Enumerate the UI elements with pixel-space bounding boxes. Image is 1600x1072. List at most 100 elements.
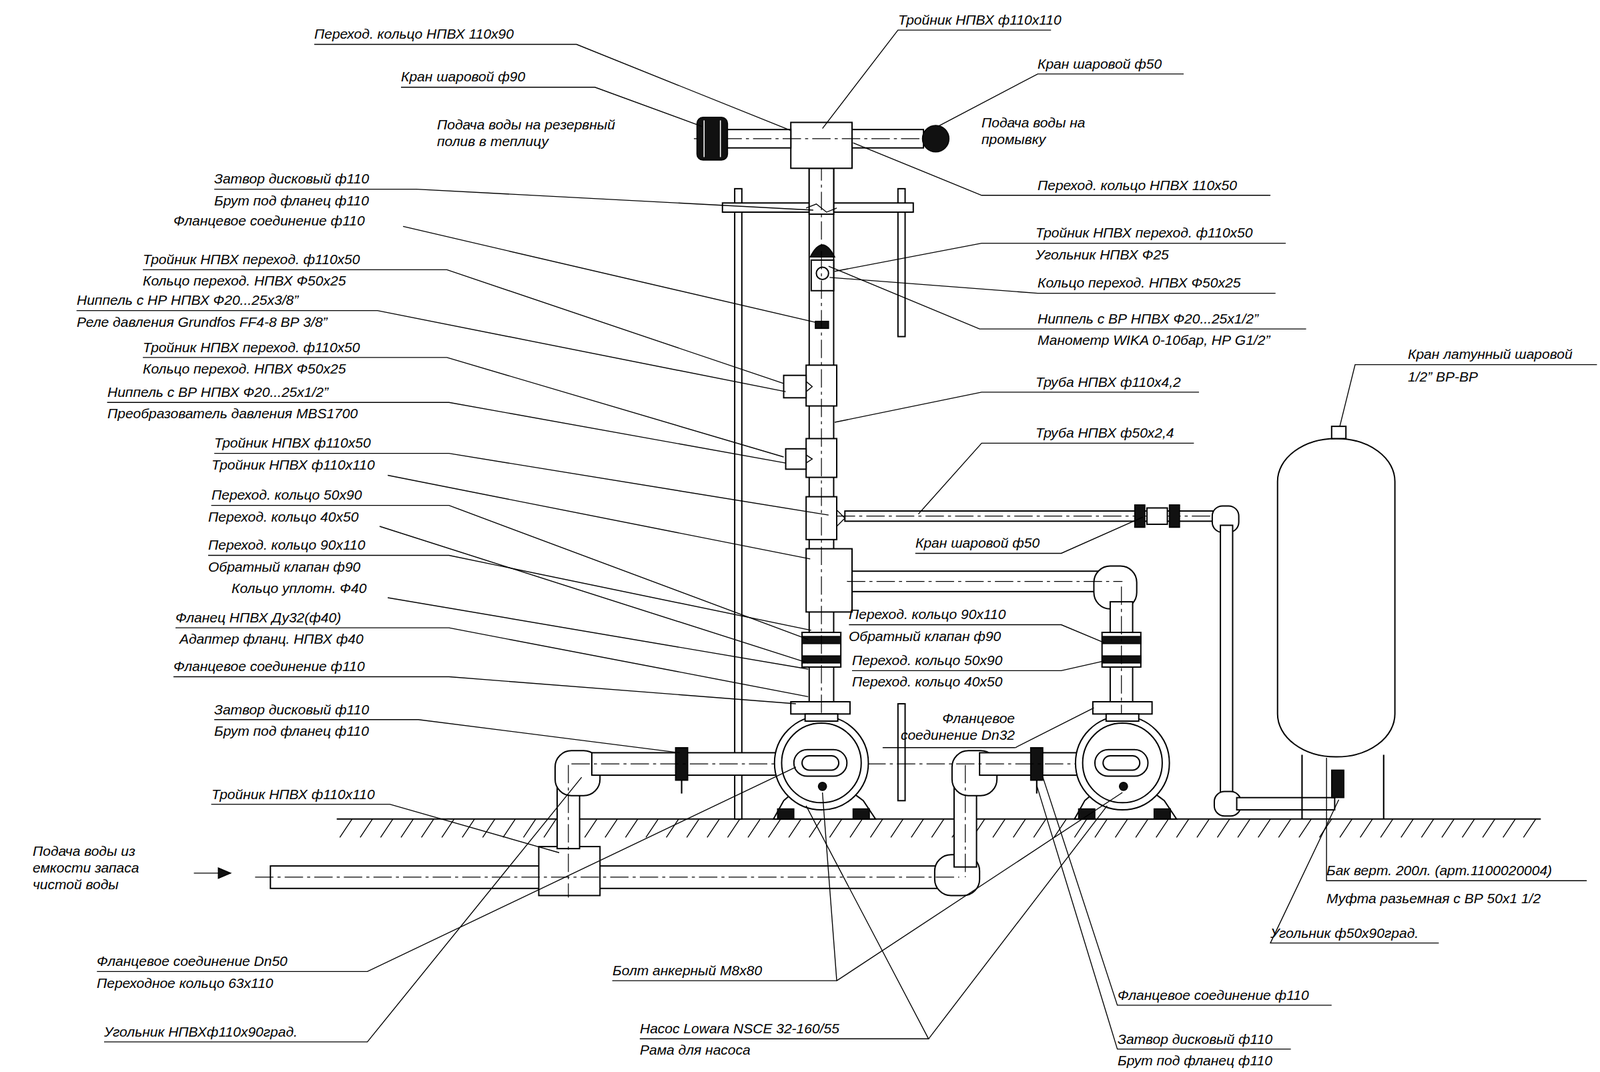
leader-line: [882, 747, 1016, 748]
discharge-pipe: [1120, 586, 1122, 714]
pump: [777, 809, 794, 820]
pump: [1094, 749, 1149, 777]
leader-line: [928, 806, 1108, 1039]
leader-line: [918, 443, 1194, 514]
discharge-pipe: [821, 132, 823, 715]
discharge-pipe: [922, 125, 950, 153]
suction-pipe: [254, 876, 959, 878]
pump: [774, 715, 869, 811]
discharge-pipe: [783, 375, 807, 399]
part-label: Фланцевое соединение ф110: [1117, 986, 1310, 1004]
part-label: Тройник НПВХ ф110х110: [898, 11, 1062, 29]
discharge-pipe: [693, 138, 949, 139]
pump: [1154, 809, 1171, 820]
pump: [773, 701, 876, 820]
leader-line: [379, 526, 809, 664]
leader-line: [211, 804, 560, 854]
part-label: Фланцевое соединение ф110: [173, 657, 365, 675]
part-label: Кольцо уплотн. Ф40: [231, 579, 367, 597]
expansion-tank: [1301, 754, 1303, 819]
part-label: Подача воды на промывку: [981, 114, 1096, 148]
part-label: Подача воды из емкости запаса чистой вод…: [32, 842, 166, 893]
part-label: Кран шаровой ф90: [401, 68, 526, 85]
part-label: Рама для насоса: [639, 1041, 751, 1059]
leader-line: [1042, 777, 1332, 1006]
part-label: Затвор дисковый ф110: [1117, 1030, 1273, 1048]
part-label: Бак верт. 200л. (арт.1100020004): [1326, 862, 1552, 879]
pump: [818, 782, 827, 791]
discharge-pipe: [785, 449, 807, 470]
part-label: Обратный клапан ф90: [208, 558, 361, 576]
pump: [781, 723, 861, 803]
leader-line: [836, 792, 1123, 981]
leader-line: [915, 517, 1143, 554]
leader-line: [387, 597, 809, 670]
discharge-pipe: [815, 321, 829, 329]
part-label: Подача воды на резервный полив в теплицу: [437, 116, 647, 150]
leader-line: [214, 189, 814, 211]
part-label: Обратный клапан ф90: [848, 627, 1001, 645]
discharge-pipe: [1146, 507, 1168, 524]
pump: [1078, 809, 1095, 820]
ground-line: [336, 818, 1542, 821]
part-label: Кольцо переход. НПВХ Ф50х25: [142, 272, 346, 289]
part-label: Труба НПВХ ф110х4,2: [1035, 373, 1181, 391]
pump: [1082, 723, 1163, 803]
part-label: Затвор дисковый ф110: [214, 170, 369, 187]
part-label: Тройник НПВХ переход. ф110х50: [142, 250, 360, 268]
discharge-pipe: [806, 455, 813, 464]
leader-line: [214, 719, 680, 754]
part-label: Фланцевое соединение Dn32: [877, 709, 1015, 744]
expansion-tank: [1277, 426, 1396, 820]
pump: [1102, 755, 1140, 770]
leader-line: [834, 243, 1286, 272]
pump: [805, 713, 839, 722]
pump: [1119, 782, 1128, 791]
leader-line: [96, 767, 796, 973]
support-frame: [722, 188, 914, 820]
part-label: Переход. кольцо 90х110: [208, 536, 365, 554]
part-label: Фланцевое соединение Dn50: [96, 952, 288, 970]
part-label: Брут под фланец ф110: [214, 722, 369, 740]
discharge-pipe: [1220, 525, 1233, 799]
pump: [1092, 701, 1153, 714]
part-label: Кран шаровой ф50: [915, 534, 1040, 552]
part-label: Кольцо переход. НПВХ Ф50х25: [1037, 274, 1241, 291]
part-label: Тройник НПВХ ф110х110: [211, 785, 375, 803]
part-label: Тройник НПВХ переход. ф110х50: [142, 338, 360, 356]
leader-line: [828, 266, 1307, 329]
discharge-pipe: [1237, 797, 1336, 811]
part-label: Кран шаровой ф50: [1037, 55, 1162, 73]
suction-pipe: [681, 780, 683, 794]
part-label: Переход. кольцо 40х50: [852, 673, 1003, 690]
discharge-pipe: [806, 549, 853, 613]
suction-pipe: [964, 765, 966, 878]
leader-line: [387, 475, 811, 560]
discharge-pipe: [790, 122, 853, 169]
part-label: Переход. кольцо НПВХ 110х90: [314, 25, 514, 43]
leader-line: [173, 677, 796, 705]
part-label: Адаптер фланц. НПВХ ф40: [179, 630, 364, 648]
part-label: Ниппель с ВР НПВХ Ф20...25х1/2”: [107, 383, 329, 401]
ground-line: [339, 819, 1536, 839]
pump: [790, 701, 851, 714]
part-label: Тройник НПВХ ф110х110: [211, 456, 375, 474]
expansion-tank: [1383, 754, 1385, 819]
discharge-pipe: [836, 510, 845, 527]
pump: [1075, 715, 1170, 811]
part-label: 1/2” ВР-ВР: [1407, 368, 1478, 385]
suction-pipe: [218, 868, 231, 879]
part-label: Кольцо переход. НПВХ Ф50х25: [142, 360, 346, 377]
part-label: Угольник НПВХф110х90град.: [104, 1023, 298, 1041]
discharge-pipe: [846, 581, 1123, 582]
leader-line: [639, 806, 929, 1039]
part-label: Ниппель с НР НПВХ Ф20...25х3/8”: [76, 291, 299, 309]
part-label: Тройник НПВХ переход. ф110х50: [1035, 224, 1253, 241]
pump: [853, 809, 870, 820]
leader-line: [612, 792, 837, 981]
suction-pipe: [567, 765, 569, 899]
leader-line: [104, 777, 582, 1043]
leader-line: [834, 392, 1199, 423]
part-label: Переход. кольцо 50х90: [852, 651, 1003, 669]
